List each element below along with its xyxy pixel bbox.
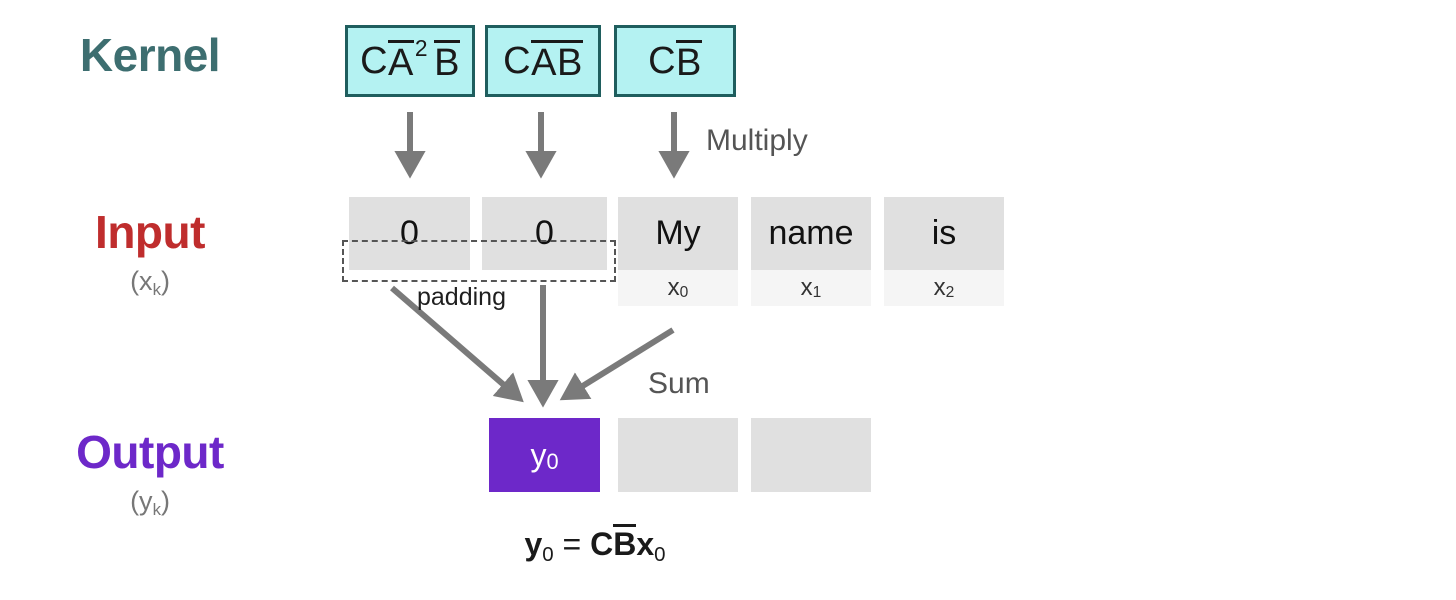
input-index-sub-0: 0 [679, 283, 689, 301]
row-sublabel-input: (xk) [0, 266, 300, 299]
equation-lhs-sub: 0 [542, 543, 554, 567]
kernel-term-exponent-0: 2 [414, 34, 429, 61]
equation-lhs: y [524, 526, 543, 562]
padding-label: padding [417, 283, 506, 311]
multiply-label: Multiply [706, 124, 808, 157]
input-index-sub-1: 1 [812, 283, 822, 301]
row-sublabel-output: (yk) [0, 486, 300, 519]
sum-label: Sum [648, 367, 710, 400]
row-label-kernel: Kernel [79, 29, 221, 81]
row-label-input: Input [95, 206, 205, 258]
input-index-base-2: x [933, 274, 946, 301]
row-sublabel-output-subscript: k [152, 499, 161, 519]
equation-rhs-c: C [590, 526, 614, 562]
row-sublabel-output-open: (y [130, 486, 153, 516]
kernel-term-a-0: A [388, 39, 414, 84]
output-cell-0-base: y [530, 436, 547, 473]
kernel-term-b-2: B [676, 39, 702, 84]
output-cell-1[interactable] [618, 418, 738, 492]
equation-rhs-x: x [636, 526, 655, 562]
output-cell-0-sub: 0 [546, 448, 559, 474]
kernel-term-a-1: A [531, 39, 557, 84]
kernel-term-c-2: C [648, 39, 677, 82]
kernel-term-c-0: C [360, 39, 389, 82]
row-label-output: Output [76, 426, 224, 478]
equation-rhs-b: B [613, 524, 637, 562]
input-cell-2[interactable]: is [884, 197, 1004, 270]
padding-region-outline [342, 240, 616, 282]
input-cell-1[interactable]: name [751, 197, 871, 270]
input-cell-0[interactable]: My [618, 197, 738, 270]
input-cell-padding-0[interactable]: 0 [349, 197, 470, 270]
row-sublabel-input-close: ) [160, 266, 170, 296]
input-index-base-0: x [667, 274, 680, 301]
row-sublabel-input-open: (x [130, 266, 153, 296]
output-equation: y0 = CBx0 [430, 524, 760, 567]
input-index-sub-2: 2 [945, 283, 955, 301]
row-sublabel-input-subscript: k [152, 279, 161, 299]
input-index-base-1: x [800, 274, 813, 301]
input-cell-padding-1[interactable]: 0 [482, 197, 607, 270]
output-cell-2[interactable] [751, 418, 871, 492]
kernel-term-b-1: B [556, 39, 583, 84]
equation-rhs-x-sub: 0 [654, 543, 666, 567]
row-sublabel-output-close: ) [160, 486, 170, 516]
kernel-term-b-0: B [434, 39, 460, 84]
kernel-term-c-1: C [503, 39, 532, 82]
equation-operator: = [562, 526, 582, 562]
